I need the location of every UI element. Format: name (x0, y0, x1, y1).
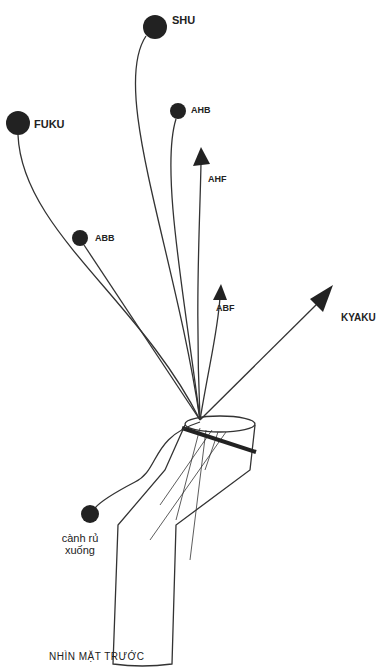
vase (113, 416, 255, 666)
part-label: AHF (208, 175, 227, 185)
part-label: SHU (172, 14, 195, 26)
ahb-dot (170, 103, 186, 119)
markers (6, 15, 333, 523)
stem-ahf (198, 163, 201, 420)
part-label: AHB (191, 106, 211, 116)
stem-shu (135, 36, 200, 420)
abb-dot (72, 230, 88, 246)
abf-arrowhead (213, 284, 227, 300)
kyaku-arrowhead (310, 285, 333, 312)
vase-body (113, 425, 255, 666)
stem-fuku (18, 135, 200, 420)
fuku-dot (6, 111, 30, 135)
holder-bar (182, 428, 256, 452)
hanging-dot (81, 505, 99, 523)
part-label: KYAKU (341, 312, 376, 323)
part-label: ABF (216, 304, 235, 314)
ahf-arrowhead (193, 147, 210, 166)
part-label: FUKU (34, 118, 65, 130)
stem-abb (84, 245, 200, 420)
shu-dot (143, 15, 167, 39)
part-label: cành rủ xuống (48, 532, 112, 556)
stem-abf (200, 297, 220, 420)
view-caption: NHÌN MẶT TRƯỚC (49, 651, 144, 662)
part-label: ABB (95, 234, 115, 244)
stem-hanging (95, 422, 200, 508)
stem-kyaku (200, 303, 318, 420)
stems (18, 36, 318, 508)
